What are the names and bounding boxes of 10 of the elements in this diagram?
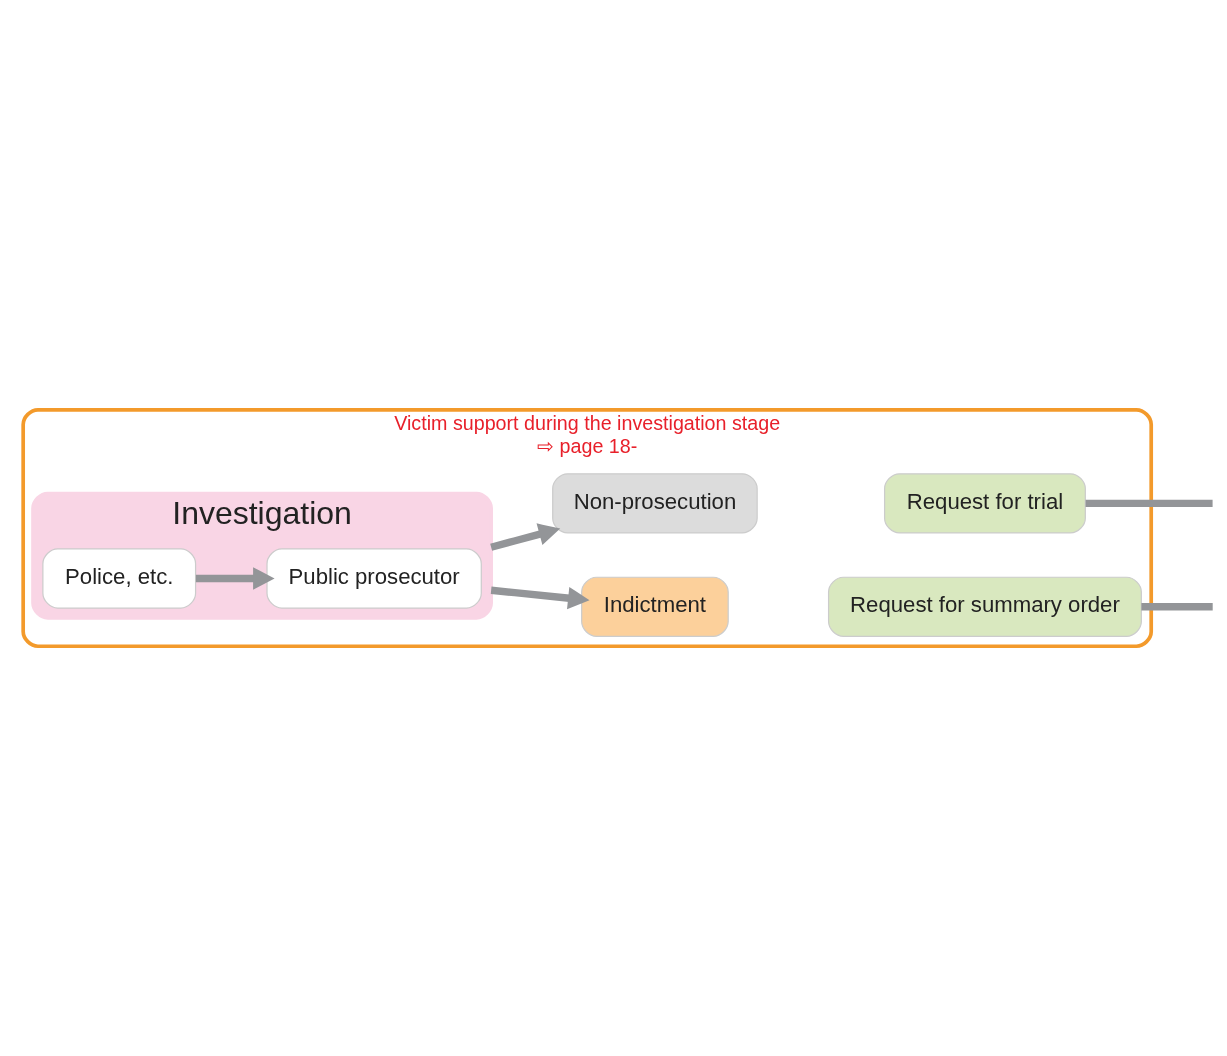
connector bbox=[1085, 499, 1213, 508]
arrow bbox=[195, 567, 275, 590]
node-box: Police, etc. bbox=[42, 548, 197, 609]
node-box: Non-prosecution bbox=[552, 473, 758, 534]
node-box: Request for trial bbox=[884, 473, 1086, 534]
node-box: Request for summary order bbox=[827, 576, 1142, 637]
arrow bbox=[490, 523, 561, 551]
node-box: Indictment bbox=[581, 576, 729, 637]
arrow bbox=[490, 586, 590, 610]
node-box: Public prosecutor bbox=[266, 548, 482, 609]
